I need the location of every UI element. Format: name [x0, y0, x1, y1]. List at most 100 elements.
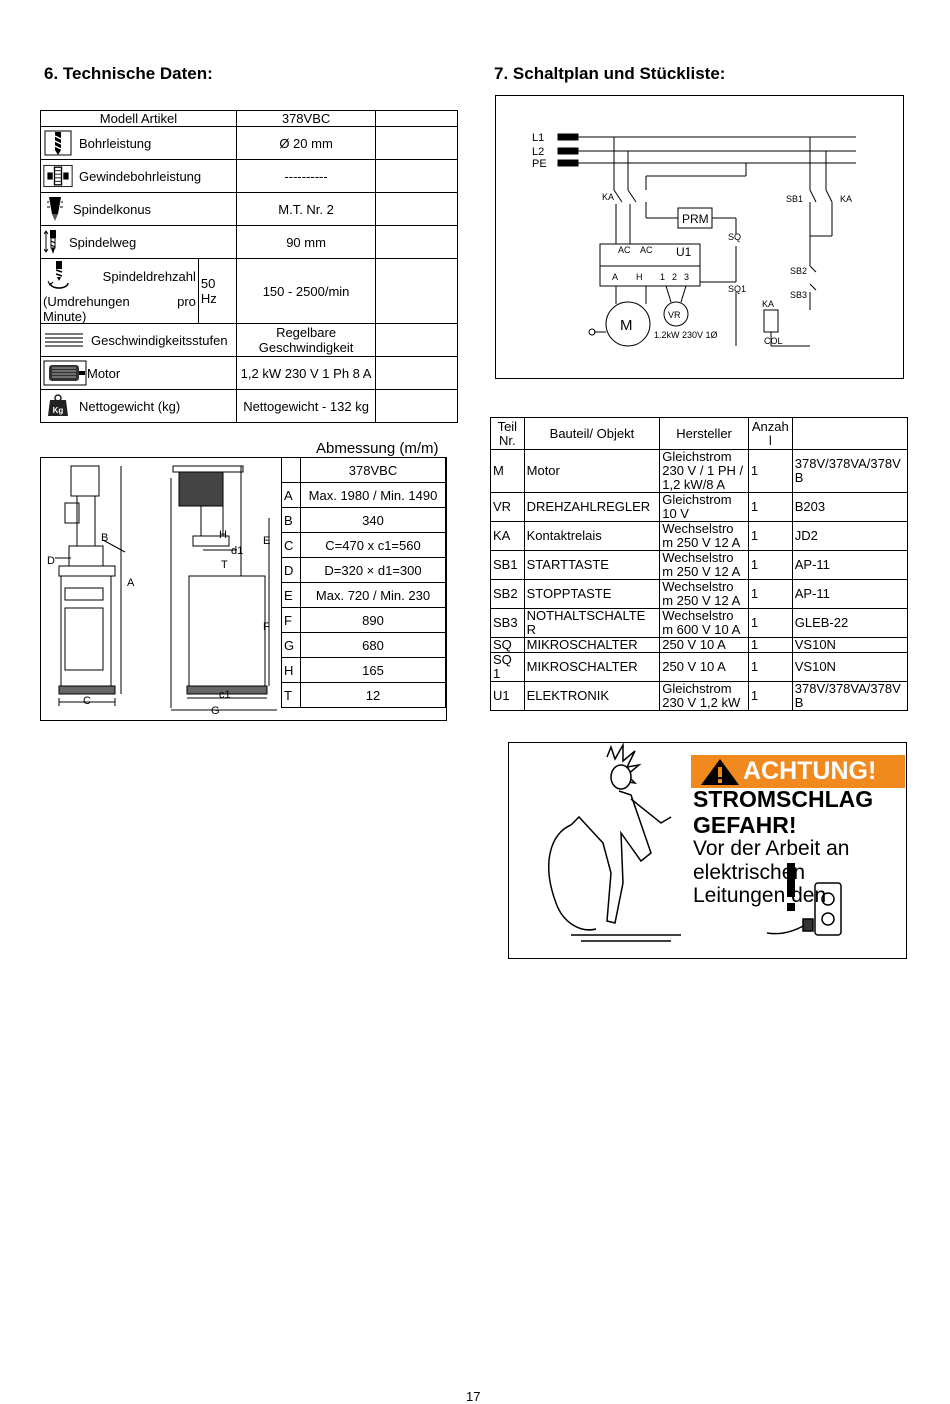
value: M.T. Nr. 2 [235, 192, 377, 226]
label-line3: pro [177, 294, 196, 309]
part-nr: SB1 [490, 550, 525, 580]
value: 90 mm [235, 225, 377, 259]
dim-key: G [281, 632, 301, 658]
header-cell: Hersteller [659, 417, 749, 450]
schem-label: U1 [676, 245, 692, 259]
part-object: Kontaktrelais [523, 521, 661, 551]
model-cell: 378VBC [300, 457, 446, 483]
dim-value: 340 [300, 507, 446, 533]
schem-label: SB3 [790, 290, 807, 300]
drawing-label-d1: d1 [231, 545, 243, 557]
schem-label: KA [840, 194, 852, 204]
schem-label: COL [764, 336, 783, 346]
drawing-label-g: G [211, 705, 220, 717]
header-cell: Anzah [751, 418, 789, 434]
schem-label: 1 [660, 272, 665, 282]
part-nr: U1 [490, 681, 525, 711]
warning-line5: Leitungen den [693, 884, 827, 907]
weight-icon: Kg [43, 394, 73, 418]
value: 1,2 kW 230 V 1 Ph 8 A [235, 356, 377, 390]
dimension-drawing-box: B D A C H E d1 T F c1 G [40, 457, 447, 721]
power-outlet-icon [766, 863, 842, 936]
table-row: Kg Nettogewicht (kg) Nettogewicht - 132 k… [40, 389, 458, 423]
dim-value: 890 [300, 607, 446, 633]
table-row: SQ MIKROSCHALTER 250 V 10 A 1 VS10N [490, 637, 909, 653]
part-object: STOPPTASTE [523, 579, 661, 609]
warning-line4: elektrischen [693, 861, 806, 884]
label: Spindelkonus [73, 201, 152, 217]
part-object: DREHZAHLREGLER [523, 492, 661, 522]
svg-text:Kg: Kg [53, 406, 64, 415]
dim-value: D=320 × d1=300 [300, 557, 446, 583]
table-row: Spindelweg 90 mm [40, 225, 458, 259]
dim-value: Max. 720 / Min. 230 [300, 582, 446, 608]
frequency: 50 Hz [197, 258, 237, 324]
part-nr: VR [490, 492, 525, 522]
part-qty: 1 [747, 492, 793, 522]
drawing-label-c: C [83, 695, 91, 707]
dim-value: C=470 x c1=560 [300, 532, 446, 558]
label: Motor [87, 365, 121, 381]
table-row: Spindeldrehzahl (Umdrehungen pro Minute)… [40, 258, 458, 324]
value: Regelbare [276, 325, 337, 340]
section-6-title: 6. Technische Daten: [44, 64, 213, 83]
header-cell [791, 417, 909, 450]
schem-label: KA [762, 299, 774, 309]
header-cell: l [768, 432, 772, 448]
schem-label: M [620, 317, 633, 334]
schem-label: 2 [672, 272, 677, 282]
schem-label: SB1 [786, 194, 803, 204]
header-cell: Nr. [499, 432, 516, 448]
value: Nettogewicht - 132 kg [235, 389, 377, 423]
speed-stages-icon [43, 328, 85, 352]
dim-key: C [281, 532, 301, 558]
value: ---------- [235, 159, 377, 193]
table-row: Modell Artikel 378VBC [40, 110, 458, 127]
schem-label: SQ [728, 232, 741, 242]
page-number: 17 [466, 1389, 481, 1404]
part-object: MIKROSCHALTER [523, 637, 661, 653]
schem-label-l2: L2 [532, 146, 544, 158]
part-qty: 1 [747, 550, 793, 580]
part-object: ELEKTRONIK [523, 681, 661, 711]
wiring-diagram-svg: L1 L2 PE KA SB1 KA PRM SQ AC AC U1 A H 1… [532, 132, 856, 347]
table-row: Gewindebohrleistung ---------- [40, 159, 458, 193]
part-qty: 1 [747, 579, 793, 609]
schem-label: AC [640, 245, 653, 255]
dim-key: H [281, 657, 301, 683]
dim-value: 12 [300, 682, 446, 708]
dim-value: 680 [300, 632, 446, 658]
value-line2: Geschwindigkeit [258, 340, 354, 355]
table-row: Bohrleistung Ø 20 mm [40, 126, 458, 160]
motor-icon [43, 360, 87, 386]
schem-label: AC [618, 245, 631, 255]
drawing-label-e: E [263, 535, 270, 547]
part-qty: 1 [747, 652, 793, 682]
part-nr: SB3 [490, 608, 525, 638]
tap-icon [43, 164, 73, 188]
part-nr: M [490, 449, 525, 493]
label-line4: Minute) [43, 309, 87, 324]
schem-label: A [612, 272, 618, 282]
part-object: Motor [523, 449, 661, 493]
label: Nettogewicht (kg) [79, 398, 181, 414]
section-7-title: 7. Schaltplan und Stückliste: [494, 64, 726, 83]
schem-label: 3 [684, 272, 689, 282]
part-qty: 1 [747, 521, 793, 551]
dim-value: Max. 1980 / Min. 1490 [300, 482, 446, 508]
header-cell: Modell Artikel [40, 110, 237, 127]
part-qty: 1 [747, 637, 793, 653]
table-row: Spindelkonus M.T. Nr. 2 [40, 192, 458, 226]
spindle-taper-icon [43, 197, 67, 221]
